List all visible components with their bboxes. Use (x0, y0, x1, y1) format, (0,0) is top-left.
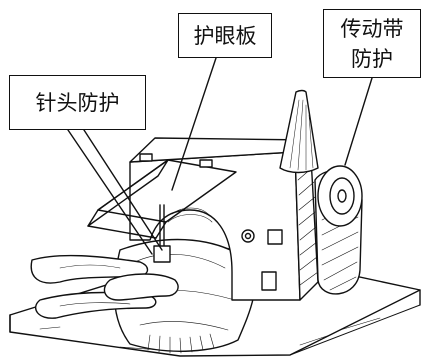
label-needle-guard: 针头防护 (9, 75, 146, 130)
label-needle-guard-text: 针头防护 (35, 90, 120, 115)
label-belt-guard-line1: 传动带 (340, 16, 404, 41)
leader-eye-guard (171, 57, 217, 191)
label-belt-guard: 传动带 防护 (323, 9, 421, 78)
leader-belt-guard (344, 77, 373, 166)
control-knob (241, 229, 255, 243)
leader-needle-guard-b (83, 129, 163, 251)
leader-needle-guard-a (67, 129, 153, 255)
right-hand (103, 273, 179, 301)
label-eye-guard: 护眼板 (178, 13, 272, 58)
thread-cone (279, 89, 319, 174)
label-belt-guard-line2: 防护 (351, 46, 393, 71)
label-eye-guard-text: 护眼板 (193, 23, 257, 48)
needle-guard (153, 245, 171, 263)
